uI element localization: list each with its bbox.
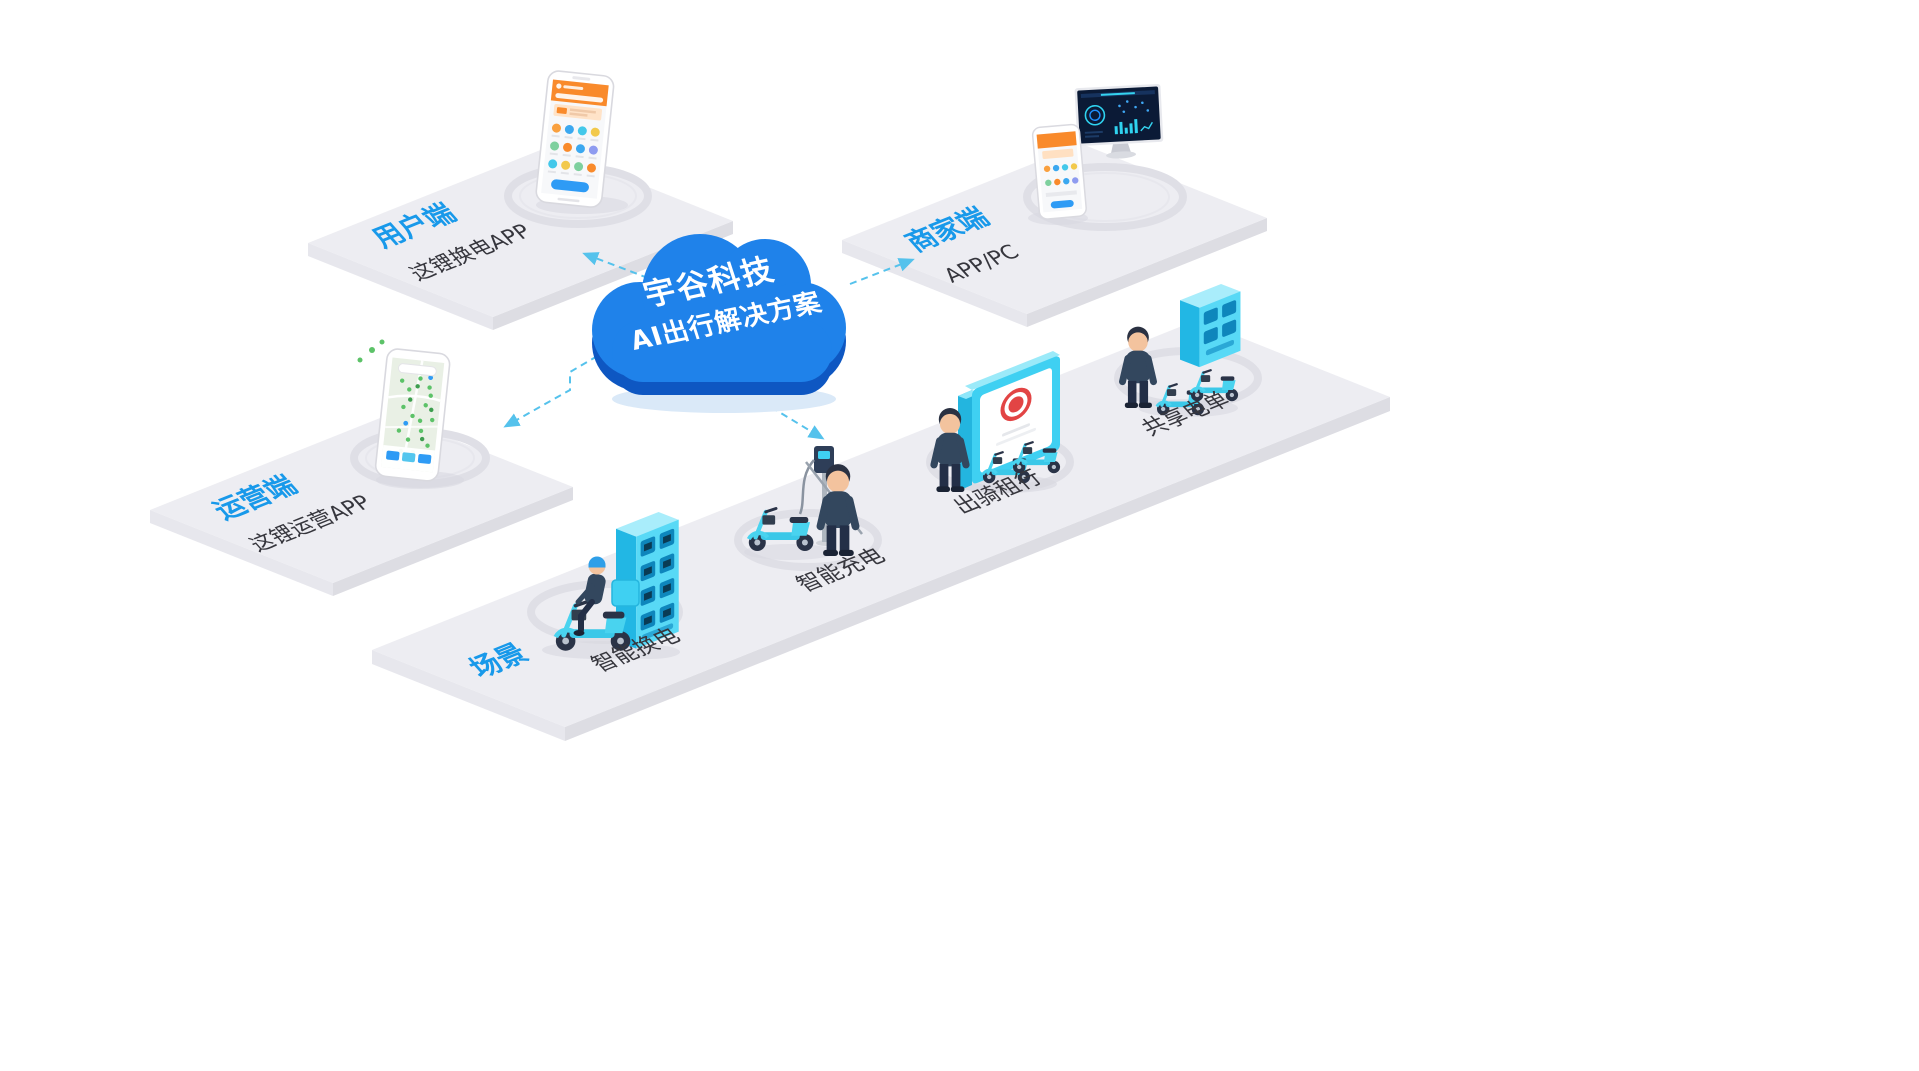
shadow-ellipse (744, 544, 836, 560)
platform-merchant (842, 144, 1267, 327)
delivery-box (611, 579, 640, 607)
platform-side (1027, 218, 1267, 327)
rider-arm (575, 583, 595, 605)
merchant-monitor-illustration (1074, 83, 1164, 159)
arrow-to-operator (503, 343, 619, 428)
merchant-phone-illustration (1031, 123, 1087, 220)
platform-scene (372, 320, 1390, 741)
cloud: 宇谷科技 AI出行解决方案 (592, 234, 846, 413)
rider-torso (584, 573, 606, 605)
platform-side (565, 397, 1390, 741)
platform-side (308, 243, 493, 330)
operator-phone-illustration (374, 348, 451, 482)
map-marker-dark (408, 384, 434, 442)
platform-side (372, 650, 565, 741)
charging-cable (798, 459, 815, 515)
app-primary-button (551, 179, 589, 193)
platform-ring (734, 509, 882, 571)
platform-side (333, 487, 573, 596)
rider-helmet (588, 556, 606, 568)
platform-side (150, 510, 333, 596)
cloud-body (592, 234, 846, 382)
shadow-ellipse (620, 645, 680, 659)
app-icon-grid (547, 123, 600, 178)
rider-shoe (573, 630, 585, 636)
battery-swap-cabinet-illustration (616, 512, 679, 649)
dashboard-bars (1114, 119, 1138, 135)
map-overflow-dots (357, 339, 385, 363)
platform-ring (1023, 163, 1187, 231)
map-marker-cluster (396, 376, 435, 455)
platform-top (308, 147, 733, 317)
platform-top (842, 144, 1267, 314)
user-phone-illustration (535, 70, 615, 208)
shared-bike-cabinet-illustration (1180, 284, 1241, 368)
platform-operator (150, 414, 573, 596)
delivery-rider-illustration (556, 556, 640, 651)
map-screen (381, 357, 445, 473)
dashboard-dots (1118, 100, 1150, 114)
platform-top (150, 414, 573, 583)
rental-kiosk-illustration (958, 351, 1060, 491)
platform-side (842, 240, 1027, 327)
rider-leg (578, 599, 595, 633)
